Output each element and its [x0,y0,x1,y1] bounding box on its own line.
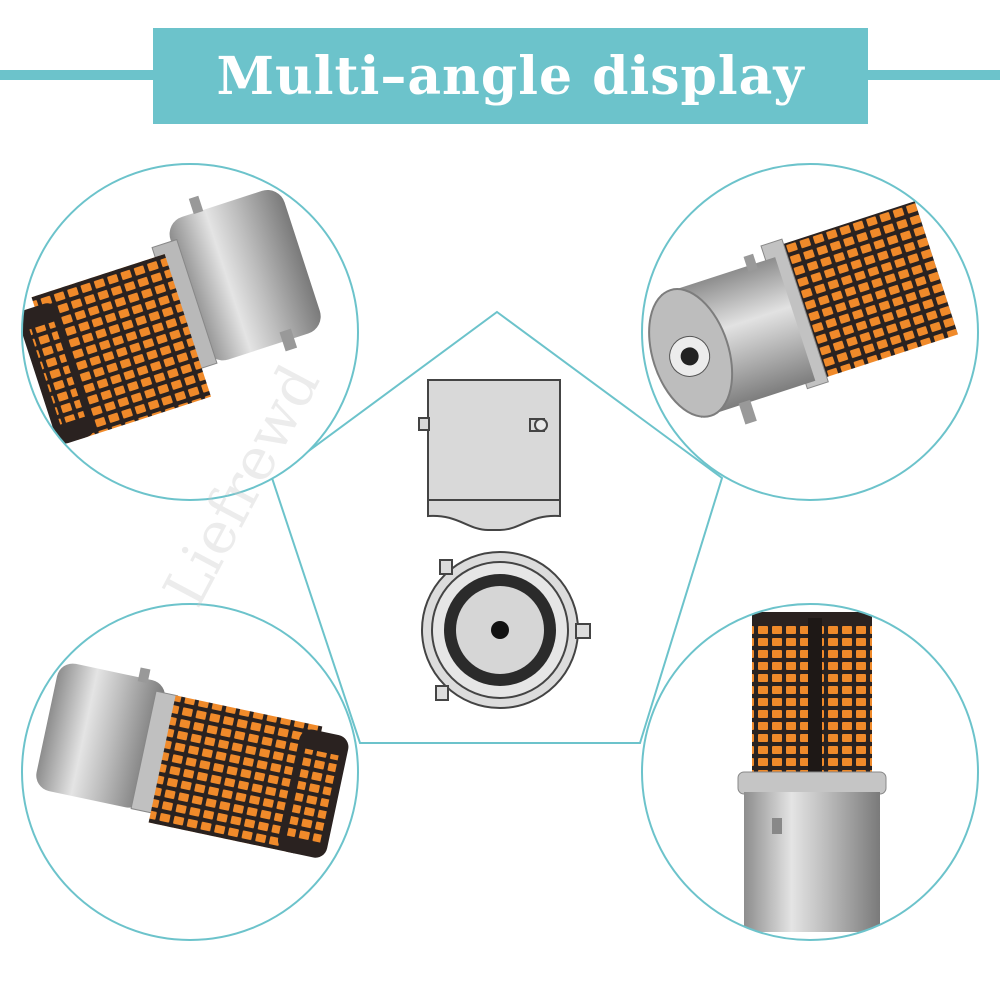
base-end-diagram [421,551,591,709]
view-top-left-bulb-icon [22,164,358,500]
view-top-right-frame [641,163,979,501]
header-rule-right [866,70,1000,80]
page-title: Multi–angle display [216,45,805,107]
view-bottom-left-bulb-icon [22,604,358,940]
view-bottom-left-frame [21,603,359,941]
view-bottom-right-frame [641,603,979,941]
header-rule-left [0,70,160,80]
title-banner: Multi–angle display [153,28,868,124]
view-top-right-bulb-icon [642,164,978,500]
base-profile-diagram [418,379,561,531]
view-top-left-frame [21,163,359,501]
view-bottom-right-bulb-icon [642,604,978,940]
